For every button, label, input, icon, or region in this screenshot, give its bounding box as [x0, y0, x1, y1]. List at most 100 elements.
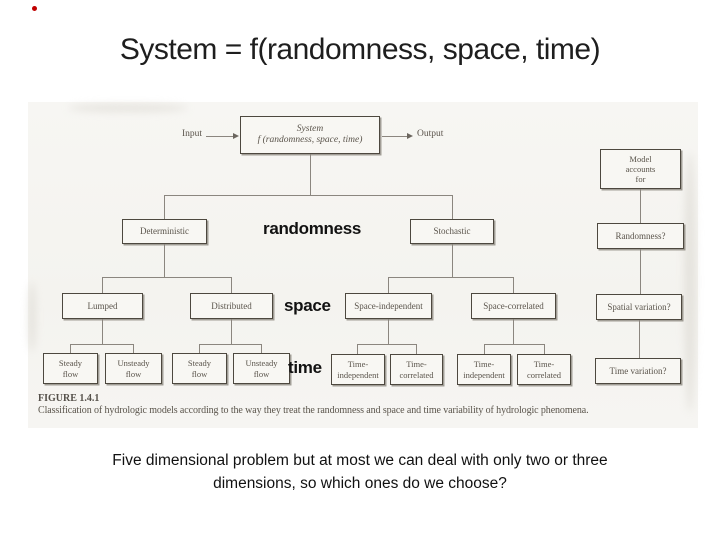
connector-line [164, 244, 165, 277]
box-time-independent-2: Time- independent [457, 354, 511, 385]
connector-line [164, 195, 453, 196]
box-label: Time- [347, 359, 369, 370]
box-label: Time- [473, 359, 495, 370]
box-label: flow [62, 368, 79, 379]
box-system: System f (randomness, space, time) [240, 116, 380, 154]
connector-line [164, 195, 165, 219]
box-label: Distributed [211, 300, 252, 311]
box-model-accounts-for: Model accounts for [600, 149, 681, 189]
box-label: Deterministic [140, 226, 189, 237]
connector-line [513, 319, 514, 344]
box-time-correlated-1: Time- correlated [390, 354, 443, 385]
box-label: Lumped [87, 300, 118, 311]
box-label: Spatial variation? [607, 301, 671, 312]
connector-line [199, 344, 200, 353]
connector-line [639, 320, 640, 358]
box-label: Steady [187, 358, 212, 369]
box-label: flow [253, 368, 270, 379]
output-label: Output [417, 129, 444, 139]
connector-line [199, 344, 262, 345]
box-distributed: Distributed [190, 293, 273, 319]
box-randomness-question: Randomness? [597, 223, 684, 249]
box-deterministic: Deterministic [122, 219, 207, 244]
connector-line [452, 244, 453, 277]
box-label: for [635, 174, 646, 184]
connector-line [231, 319, 232, 344]
conclusion-line-1: Five dimensional problem but at most we … [112, 452, 608, 469]
figure-scan: Input Output System f (randomness, space… [28, 102, 698, 428]
input-label: Input [182, 129, 203, 139]
connector-line [102, 319, 103, 344]
box-time-correlated-2: Time- correlated [517, 354, 571, 385]
box-label: System [296, 123, 324, 134]
box-unsteady-flow-1: Unsteady flow [105, 353, 162, 384]
connector-line [388, 319, 389, 344]
arrowhead-icon [233, 132, 239, 139]
box-label: correlated [399, 369, 434, 380]
box-label: correlated [527, 369, 561, 380]
connector-line [357, 344, 358, 354]
box-label: flow [125, 368, 142, 379]
scan-noise [684, 152, 696, 412]
connector-line [133, 344, 134, 353]
box-label: Time variation? [609, 365, 667, 376]
box-label: Time- [406, 359, 427, 370]
scan-noise [28, 282, 36, 352]
connector-line [261, 344, 262, 353]
box-time-variation-question: Time variation? [595, 358, 681, 384]
connector-line [310, 154, 311, 195]
box-space-correlated: Space-correlated [471, 293, 556, 319]
box-label: Model [629, 153, 652, 164]
box-label: Randomness? [615, 230, 666, 241]
connector-line [357, 344, 417, 345]
connector-line [640, 249, 641, 294]
conclusion-text: Five dimensional problem but at most we … [0, 449, 720, 495]
connector-line [102, 277, 232, 278]
connector-line [416, 344, 417, 354]
red-marker-dot [32, 6, 37, 11]
connector-line [388, 277, 389, 293]
connector-line [388, 277, 514, 278]
connector-line [70, 344, 134, 345]
box-steady-flow-2: Steady flow [172, 353, 227, 384]
box-label: Stochastic [433, 226, 471, 237]
scan-noise [68, 104, 188, 112]
box-label: independent [337, 369, 379, 380]
overlay-randomness: randomness [263, 219, 362, 238]
box-label: f (randomness, space, time) [257, 135, 363, 145]
arrowhead-icon [407, 132, 413, 139]
connector-line [70, 344, 71, 353]
connector-line [484, 344, 545, 345]
connector-line [513, 277, 514, 293]
box-stochastic: Stochastic [410, 219, 494, 244]
box-unsteady-flow-2: Unsteady flow [233, 353, 290, 384]
connector-line [382, 136, 407, 137]
connector-line [206, 136, 233, 137]
box-label: Unsteady [117, 358, 150, 369]
box-label: Space-independent [354, 300, 423, 311]
box-lumped: Lumped [62, 293, 143, 319]
box-space-independent: Space-independent [345, 293, 432, 319]
box-spatial-variation-question: Spatial variation? [596, 294, 682, 320]
page-title: System = f(randomness, space, time) [119, 33, 601, 66]
connector-line [640, 189, 641, 223]
box-label: independent [463, 369, 505, 380]
box-time-independent-1: Time- independent [331, 354, 385, 385]
overlay-space: space [284, 296, 331, 315]
connector-line [544, 344, 545, 354]
box-label: accounts [625, 163, 656, 174]
overlay-time: time [288, 358, 322, 377]
figure-caption-label: FIGURE 1.4.1 [38, 393, 100, 404]
connector-line [102, 277, 103, 293]
box-label: Steady [58, 358, 83, 369]
box-label: Time- [533, 359, 555, 370]
figure-caption-text: Classification of hydrologic models acco… [38, 405, 589, 416]
connector-line [484, 344, 485, 354]
connector-line [452, 195, 453, 219]
conclusion-line-2: dimensions, so which ones do we choose? [213, 475, 507, 492]
connector-line [231, 277, 232, 293]
box-label: flow [191, 368, 208, 379]
box-steady-flow-1: Steady flow [43, 353, 98, 384]
box-label: Unsteady [245, 358, 278, 369]
